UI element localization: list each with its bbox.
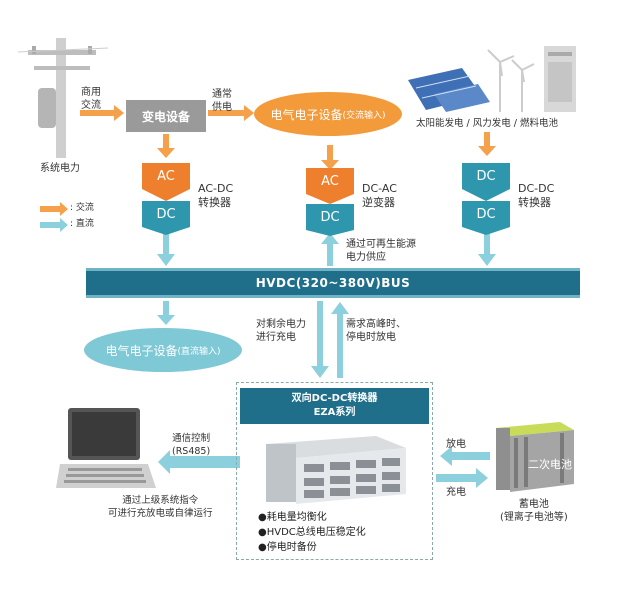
eza-title: 双向DC-DC转换器 EZA系列 (240, 388, 429, 424)
substation-box: 变电设备 (126, 100, 206, 132)
eza-title-line1: 双向DC-DC转换器 (291, 393, 378, 404)
renewables-icon (408, 46, 576, 112)
arrow-acdc-to-bus (157, 231, 175, 266)
arrow-bus-to-dc-device (157, 301, 175, 325)
laptop-icon (56, 408, 156, 488)
charge-surplus-label: 对剩余电力 进行充电 (256, 319, 306, 343)
discharge-peak-label: 需求高峰时、 停电时放电 (346, 319, 406, 343)
arrow-bus-to-eza (311, 301, 329, 378)
dc-device-oval: 电气电子设备(直流输入) (84, 328, 242, 372)
ac-device-sub: (交流输入) (342, 110, 386, 121)
battery-name: 蓄电池 (锂离子电池等) (500, 499, 568, 523)
commercial-ac-label: 商用 交流 (81, 87, 101, 111)
charge-label: 充电 (446, 487, 466, 498)
utility-pole-icon (18, 38, 108, 158)
comm-label: 通信控制 (RS485) (172, 433, 211, 457)
battery-label: 二次电池 (528, 458, 572, 471)
ac-device-oval: 电气电子设备(交流输入) (254, 92, 402, 136)
arrow-battery-charge (436, 468, 488, 488)
eza-title-line2: EZA系列 (313, 407, 356, 418)
eza-feature-1: ●耗电量均衡化 (258, 512, 327, 523)
acdc-bottom: DC (142, 201, 190, 227)
arrow-eza-to-pc (158, 450, 240, 474)
legend-ac-text: : 交流 (70, 203, 94, 213)
arrow-substation-to-acdc (157, 134, 175, 158)
eza-unit-image (266, 436, 406, 504)
ac-device-label: 电气电子设备 (270, 107, 343, 122)
arrow-grid-to-substation (80, 105, 124, 121)
eza-feature-2: ●HVDC总线电压稳定化 (258, 527, 366, 538)
dcac-bottom: DC (306, 204, 354, 230)
arrow-bus-to-dcac (321, 233, 339, 266)
dcac-name: DC-AC 逆变器 (362, 182, 397, 209)
acdc-name: AC-DC 转换器 (198, 182, 234, 209)
legend-dc-text: : 直流 (70, 219, 94, 229)
solar-panel-icon (408, 68, 490, 112)
battery-icon (496, 422, 574, 492)
dc-device-label: 电气电子设备 (105, 343, 178, 358)
dc-device-sub: (直流输入) (177, 346, 221, 357)
dcdc-name: DC-DC 转换器 (518, 182, 555, 209)
comm-note: 通过上级系统指令 可进行充放电或自律运行 (108, 495, 213, 519)
wind-turbine-icon (487, 49, 535, 112)
acdc-top: AC (142, 163, 190, 189)
dcdc-bottom: DC (462, 201, 510, 227)
dc-arrows (40, 218, 496, 488)
legend-ac-arrow (40, 202, 68, 216)
arrow-renewables-to-dcdc (478, 132, 496, 156)
arrow-eza-to-bus (331, 302, 349, 378)
discharge-label: 放电 (446, 439, 466, 450)
hvdc-bus: HVDC(320~380V)BUS (86, 268, 580, 298)
renewables-label: 太阳能发电 / 风力发电 / 燃料电池 (416, 118, 558, 129)
dcdc-top: DC (462, 163, 510, 189)
dcac-top: AC (306, 168, 354, 194)
arrow-dcdc-to-bus (478, 231, 496, 266)
grid-power-label: 系统电力 (40, 163, 80, 174)
arrow-substation-to-device (208, 105, 254, 121)
eza-feature-3: ●停电时备份 (258, 542, 317, 553)
fuel-cell-icon (544, 46, 576, 112)
arrow-device-to-dcac (321, 145, 339, 170)
legend-dc-arrow (40, 218, 68, 232)
renewable-supply-label: 通过可再生能源 电力供应 (346, 239, 416, 263)
normal-supply-label: 通常 供电 (212, 89, 232, 113)
eza-frame (236, 382, 433, 560)
ac-arrows (40, 105, 496, 216)
arrow-battery-discharge (440, 446, 490, 466)
